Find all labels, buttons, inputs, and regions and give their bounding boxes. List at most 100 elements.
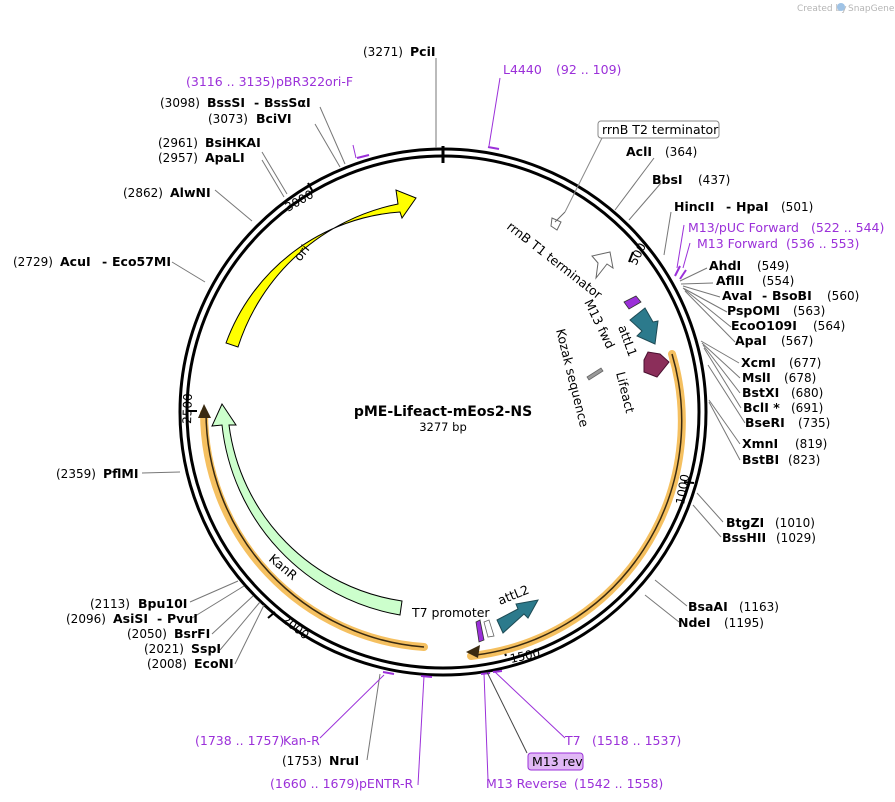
site-hincii-name[interactable]: HincII	[674, 199, 714, 214]
site-hincii-dash: -	[726, 199, 731, 214]
site-asisi-pos: (2096)	[66, 612, 106, 626]
primer-pentr-r-name[interactable]: pENTR-R	[359, 776, 414, 791]
site-bsssi-name[interactable]: BssSI	[207, 95, 245, 110]
site-bsrfi-pos: (2050)	[127, 627, 167, 641]
site-bcivi-name[interactable]: BciVI	[256, 111, 292, 126]
ori-feature-arrow[interactable]	[225, 189, 417, 348]
primer-m13-reverse-name[interactable]: M13 Reverse	[486, 776, 567, 791]
primer-leaders-dark	[486, 671, 528, 754]
m13-rev-box	[527, 752, 584, 771]
site-eco0109i-pos: (564)	[813, 319, 845, 333]
primer-l4440-range: (92 .. 109)	[556, 62, 621, 77]
snapgene-logo-icon	[837, 3, 845, 11]
m13-rev-label[interactable]: M13 rev	[532, 754, 583, 769]
site-msli-name[interactable]: MslI	[742, 370, 771, 385]
attl1-feature-arrow[interactable]	[629, 307, 659, 345]
rrnb-t2-feature-arrow[interactable]	[550, 217, 562, 231]
site-bbsi-pos: (437)	[698, 173, 730, 187]
site-bsihkai-name[interactable]: BsiHKAI	[205, 135, 261, 150]
site-asisi-name[interactable]: AsiSI	[113, 611, 148, 626]
site-bsssi-alt[interactable]: BssSαI	[264, 95, 311, 110]
primer-l4440-name[interactable]: L4440	[503, 62, 542, 77]
site-avai-alt[interactable]: BsoBI	[772, 288, 812, 303]
rrnb-t2-box	[597, 120, 720, 139]
kozak-label: Kozak sequence	[553, 327, 592, 429]
site-ndei-name[interactable]: NdeI	[678, 615, 711, 630]
site-ahdi-name[interactable]: AhdI	[709, 258, 741, 273]
site-sspi-name[interactable]: SspI	[191, 641, 221, 656]
site-xmni-name[interactable]: XmnI	[742, 436, 778, 451]
tick-label-1500: 1500	[509, 646, 542, 666]
site-bsshii-pos: (1029)	[776, 531, 816, 545]
site-avai-pos: (560)	[827, 289, 859, 303]
orange-band-right-line	[475, 353, 683, 656]
site-eco0109i-name[interactable]: EcoO109I	[731, 318, 797, 333]
primer-m13puc-forward-name[interactable]: M13/pUC Forward	[688, 220, 799, 235]
rrnb-t1-feature-arrow[interactable]	[591, 251, 614, 280]
site-xcmi-name[interactable]: XcmI	[741, 355, 776, 370]
site-aflii-pos: (554)	[762, 274, 794, 288]
t7-promoter-feature-arrow[interactable]	[475, 619, 485, 643]
site-asisi-alt[interactable]: PvuI	[167, 611, 198, 626]
site-bpu10i-name[interactable]: Bpu10I	[138, 596, 187, 611]
site-btgzi-name[interactable]: BtgZI	[726, 515, 764, 530]
tick-label-2500: 2500	[180, 393, 195, 424]
site-hincii-alt[interactable]: HpaI	[736, 199, 769, 214]
site-aflii-name[interactable]: AflII	[716, 273, 744, 288]
site-bcli-name[interactable]: BclI *	[743, 400, 780, 415]
site-acli-name[interactable]: AclI	[626, 144, 652, 159]
kozak-feature-marker[interactable]	[586, 367, 604, 381]
site-pspomi-pos: (563)	[793, 304, 825, 318]
site-acui-name[interactable]: AcuI	[60, 254, 91, 269]
site-bseri-pos: (735)	[798, 416, 830, 430]
attl2-feature-arrow[interactable]	[496, 599, 539, 634]
primer-kan-r-name[interactable]: Kan-R	[283, 733, 320, 748]
primer-m13-forward-range: (536 .. 553)	[786, 236, 859, 251]
m13-fwd-feature-arrow[interactable]	[623, 295, 642, 310]
site-bstbi-name[interactable]: BstBI	[742, 452, 779, 467]
site-econi-name[interactable]: EcoNI	[194, 656, 234, 671]
site-bseri-name[interactable]: BseRI	[745, 415, 785, 430]
m13-rev-feature-arrow[interactable]	[483, 619, 495, 638]
site-asisi-dash: -	[157, 611, 162, 626]
site-acui-dash: -	[102, 254, 107, 269]
plasmid-size: 3277 bp	[419, 420, 467, 434]
site-nrui-name[interactable]: NruI	[329, 753, 359, 768]
rrnb-t2-connector	[554, 211, 566, 223]
site-btgzi-pos: (1010)	[775, 516, 815, 530]
site-sspi-pos: (2021)	[144, 642, 184, 656]
site-acui-pos: (2729)	[13, 255, 53, 269]
site-pflmi-name[interactable]: PflMI	[103, 466, 139, 481]
orange-band-right-arrowhead	[466, 645, 480, 658]
primer-pbr322ori-f-name[interactable]: pBR322ori-F	[276, 74, 353, 89]
site-apali-pos: (2957)	[158, 151, 198, 165]
primer-m13-forward-name[interactable]: M13 Forward	[697, 236, 778, 251]
site-apali-name[interactable]: ApaLI	[205, 150, 245, 165]
site-alwni-name[interactable]: AlwNI	[170, 185, 211, 200]
site-bstxi-name[interactable]: BstXI	[742, 385, 779, 400]
site-econi-pos: (2008)	[147, 657, 187, 671]
site-pspomi-name[interactable]: PspOMI	[727, 303, 780, 318]
site-ahdi-pos: (549)	[757, 259, 789, 273]
primer-t7-name[interactable]: T7	[564, 733, 581, 748]
primer-m13puc-forward-range: (522 .. 544)	[811, 220, 884, 235]
brand-created-by: Created by	[797, 4, 847, 14]
site-bbsi-name[interactable]: BbsI	[652, 172, 683, 187]
primer-pbr322ori-f-range: (3116 .. 3135)	[186, 74, 275, 89]
kanr-feature-arrow[interactable]	[211, 402, 403, 616]
rrnb-t2-label: rrnB T2 terminator	[602, 122, 719, 137]
site-acui-alt[interactable]: Eco57MI	[112, 254, 171, 269]
site-bsaai-pos: (1163)	[739, 600, 779, 614]
site-pciI-pos: (3271)	[363, 45, 403, 59]
site-pciI-name[interactable]: PciI	[410, 44, 436, 59]
site-apai-name[interactable]: ApaI	[735, 333, 767, 348]
site-bsaai-name[interactable]: BsaAI	[688, 599, 728, 614]
orange-band-left-line	[205, 411, 425, 648]
site-avai-name[interactable]: AvaI	[722, 288, 752, 303]
site-bstbi-pos: (823)	[788, 453, 820, 467]
site-bsshii-name[interactable]: BssHII	[722, 530, 766, 545]
primer-kan-r-range: (1738 .. 1757)	[195, 733, 284, 748]
site-bsrfi-name[interactable]: BsrFI	[174, 626, 210, 641]
lifeact-feature-arrow[interactable]	[643, 351, 670, 378]
